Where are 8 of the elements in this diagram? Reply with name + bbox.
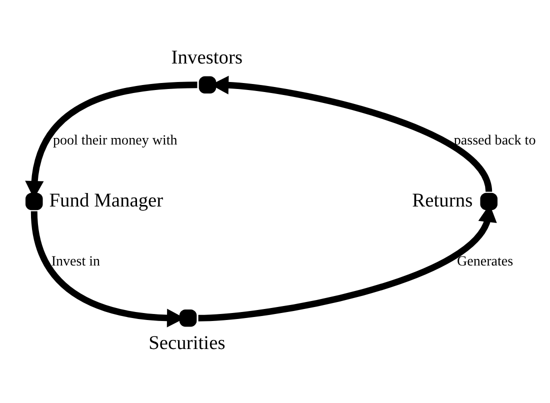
node-label: Returns	[412, 190, 473, 212]
edge-label: passed back to	[454, 132, 536, 149]
edge-label: pool their money with	[52, 132, 178, 149]
edge-label: Generates	[457, 254, 514, 270]
edge-label: Invest in	[51, 254, 100, 270]
node-label: Fund Manager	[49, 190, 164, 212]
node-label: Investors	[171, 48, 243, 69]
node-label: Securities	[148, 332, 226, 354]
